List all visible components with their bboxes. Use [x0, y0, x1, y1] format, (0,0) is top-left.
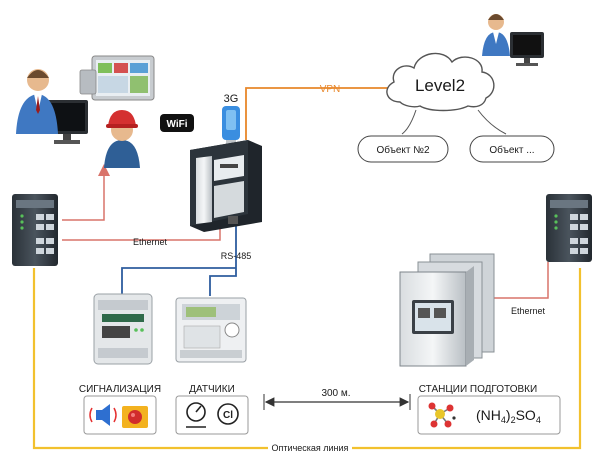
cloud-label: Level2	[415, 76, 465, 95]
rs485-label: RS-485	[221, 251, 252, 261]
beacon-icon	[122, 406, 148, 428]
industrial-switch-right-icon	[546, 194, 592, 262]
industrial-switch-left-icon	[12, 194, 58, 266]
object2-node	[357, 135, 449, 163]
usb-3g-modem-icon	[222, 106, 240, 148]
alarm-label: СИГНАЛИЗАЦИЯ	[79, 384, 161, 395]
cabinet-icon	[399, 253, 495, 367]
cloud-icon	[386, 52, 495, 112]
stations-label: СТАНЦИИ ПОДГОТОВКИ	[419, 384, 537, 395]
din-rail-controller-icon	[190, 140, 262, 232]
distance-label: 300 м.	[321, 388, 350, 399]
modem-3g-label: 3G	[224, 93, 239, 105]
molecule-icon	[428, 402, 456, 428]
sensor-cl-label: Cl	[223, 410, 233, 421]
cloud-to-object2-line	[401, 109, 417, 135]
wifi-icon: WiFi	[160, 114, 194, 132]
object-more-node	[469, 135, 555, 163]
formula-label: (NH4)2SO4	[476, 407, 541, 425]
ethernet-line-right	[494, 262, 549, 299]
operator-workstation-icon	[16, 69, 88, 144]
vpn-label: VPN	[320, 84, 341, 95]
wifi-label: WiFi	[166, 119, 187, 130]
ethernet-up-arrow	[62, 164, 110, 221]
chlorine-sensor-icon: Cl	[217, 403, 239, 425]
speaker-icon	[89, 404, 117, 426]
meter-enclosure-icon	[175, 297, 247, 363]
ethernet-line-left	[62, 228, 221, 241]
gauge-icon	[186, 402, 206, 428]
field-engineer-icon	[104, 110, 140, 168]
cloud-to-object-more-line	[477, 109, 507, 135]
rs485-line	[121, 220, 237, 296]
object2-label: Объект №2	[376, 144, 430, 156]
ethernet-label-right: Ethernet	[511, 306, 546, 316]
object-more-label: Объект ...	[489, 144, 534, 156]
sensors-label: ДАТЧИКИ	[189, 384, 235, 395]
fiber-label: Оптическая линия	[272, 443, 349, 453]
ethernet-label-left: Ethernet	[133, 237, 168, 247]
vpn-line	[245, 87, 392, 140]
fiber-label-bg	[268, 441, 352, 454]
hmi-panel-icon	[79, 55, 155, 101]
chemicals-box	[417, 395, 561, 435]
remote-workstation-icon	[482, 14, 544, 66]
io-module-icon	[93, 293, 153, 365]
